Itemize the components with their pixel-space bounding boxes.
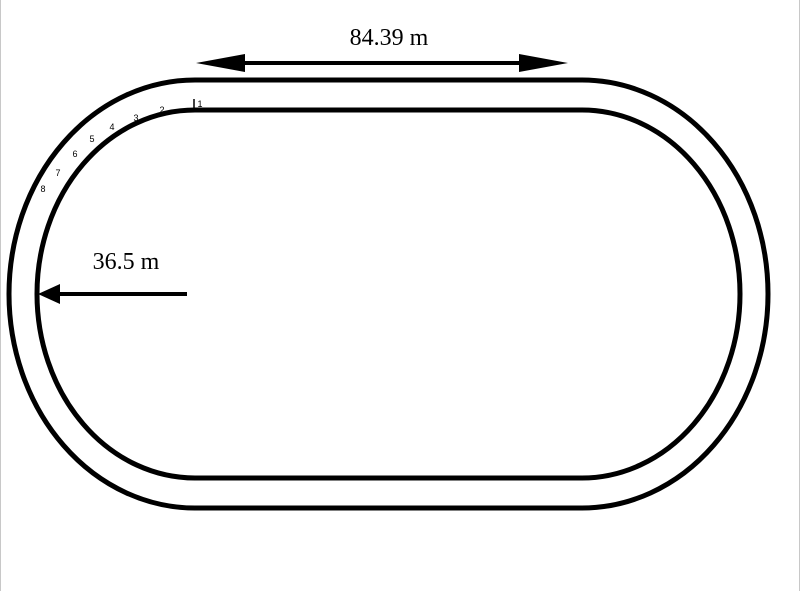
outer-track-boundary bbox=[6, 77, 771, 511]
radius-arrowhead bbox=[38, 284, 60, 304]
lane-number-6: 6 bbox=[72, 149, 77, 159]
lane-number-5: 5 bbox=[89, 134, 94, 144]
inner-track-boundary bbox=[34, 107, 743, 481]
lane-number-4: 4 bbox=[109, 122, 114, 132]
lane-number-1: 1 bbox=[197, 99, 202, 109]
radius-label: 36.5 m bbox=[93, 249, 160, 275]
straight-length-label: 84.39 m bbox=[350, 25, 429, 51]
straight-length-arrowhead-left bbox=[196, 54, 245, 72]
straight-length-dimension: 84.39 m bbox=[196, 25, 568, 72]
lane-number-2: 2 bbox=[159, 105, 164, 115]
lane-numbers: 1 2 3 4 5 6 7 8 bbox=[40, 99, 202, 194]
lane-number-7: 7 bbox=[55, 168, 60, 178]
radius-dimension: 36.5 m bbox=[38, 249, 187, 304]
straight-length-arrowhead-right bbox=[519, 54, 568, 72]
lane-number-3: 3 bbox=[133, 113, 138, 123]
lane-number-8: 8 bbox=[40, 184, 45, 194]
